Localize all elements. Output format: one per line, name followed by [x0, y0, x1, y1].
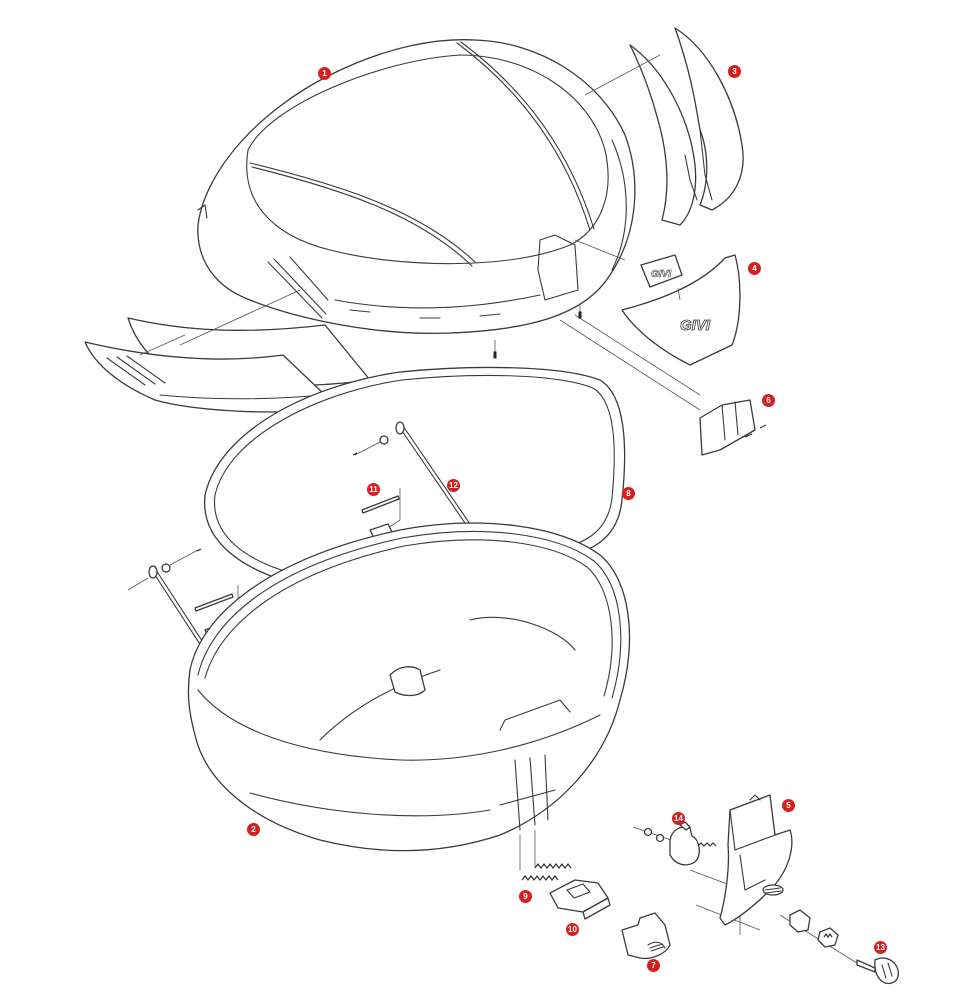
part-release-button	[621, 912, 671, 960]
part-lid	[197, 39, 636, 335]
screw-icon	[759, 424, 767, 429]
callout-4: 4	[748, 262, 761, 275]
screw-icon	[196, 548, 202, 552]
callout-10: 10	[566, 923, 579, 936]
callout-5: 5	[782, 799, 795, 812]
screw-icon	[493, 351, 497, 359]
callout-13: 13	[874, 941, 887, 954]
part-latch-slider	[549, 879, 611, 920]
callout-11: 11	[367, 483, 380, 496]
callout-12: 12	[447, 479, 460, 492]
callout-7: 7	[647, 959, 660, 972]
part-lock-housing	[719, 794, 793, 926]
part-base	[187, 522, 631, 852]
part-hinge-latch	[699, 399, 767, 456]
part-lock-cam	[643, 821, 717, 866]
callout-9: 9	[519, 890, 532, 903]
part-springs	[521, 863, 572, 881]
part-rear-cover: GIVI GIVI	[621, 254, 741, 366]
screw-icon	[744, 433, 753, 438]
part-lock-key	[789, 909, 899, 985]
part-side-covers	[629, 27, 744, 226]
callout-6: 6	[762, 394, 775, 407]
screw-icon	[578, 311, 582, 319]
callout-2: 2	[247, 823, 260, 836]
callout-1: 1	[318, 67, 331, 80]
callout-8: 8	[622, 487, 635, 500]
callout-3: 3	[728, 65, 741, 78]
callout-14: 14	[672, 812, 685, 825]
rear-cover-logo: GIVI	[680, 317, 711, 334]
leader-lines-top	[139, 54, 701, 411]
screw-icon	[352, 452, 358, 456]
badge-logo: GIVI	[651, 269, 671, 280]
part-left-reflectors	[84, 317, 371, 413]
